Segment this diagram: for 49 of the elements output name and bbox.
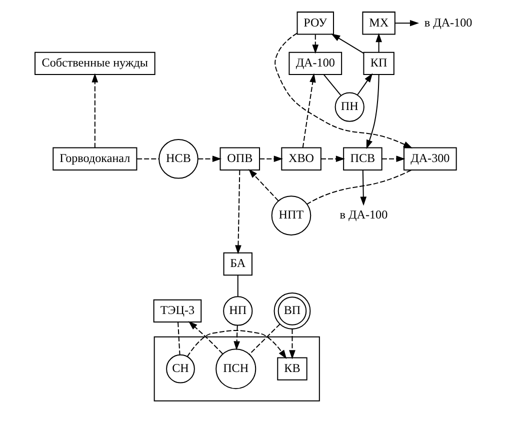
node-box: МХ [362, 12, 395, 35]
node-box: ХВО [280, 147, 321, 170]
connector [306, 170, 411, 205]
arrow [248, 169, 278, 202]
node-circle: ВП [273, 292, 310, 330]
arrow [188, 321, 222, 354]
arrow [233, 325, 240, 350]
node-box: ДА-300 [402, 147, 456, 170]
arrow [312, 34, 318, 54]
arrow [186, 330, 286, 359]
arrow [320, 156, 344, 162]
arrow [366, 74, 379, 149]
arrow [234, 170, 241, 254]
arrow [91, 73, 98, 148]
connector [248, 324, 280, 355]
node-circle: НПТ [270, 196, 311, 236]
connector [136, 158, 159, 160]
node-circle: ПН [334, 92, 364, 122]
node-circle: СН [166, 354, 194, 384]
arrow [330, 34, 364, 54]
arrow [381, 156, 405, 162]
node-box: ТЭЦ-3 [152, 299, 202, 323]
node-text: в ДА-100 [339, 208, 388, 222]
arrow [360, 170, 366, 206]
arrow [302, 73, 316, 148]
arrow [274, 32, 412, 148]
node-box: КП [362, 52, 394, 75]
connector [177, 322, 180, 355]
node-box: ПСВ [342, 147, 382, 170]
connector [322, 74, 341, 96]
connector [236, 275, 238, 296]
arrow [375, 33, 382, 52]
arrow [198, 156, 222, 162]
arrow [259, 156, 282, 162]
node-box: Собственные нужды [34, 52, 155, 75]
node-box: РОУ [296, 12, 334, 35]
node-box: ОПВ [219, 147, 260, 170]
node-circle: ПСН [215, 348, 256, 390]
arrow [356, 73, 372, 96]
node-box: Горводоканал [52, 147, 137, 170]
node-circle: НСВ [158, 138, 198, 179]
cluster [153, 336, 320, 402]
node-box: ДА-100 [288, 52, 342, 75]
arrow [288, 329, 295, 360]
node-box: КВ [276, 357, 307, 380]
arrow [394, 20, 419, 26]
node-text: в ДА-100 [424, 15, 472, 30]
node-circle: НП [222, 296, 252, 326]
node-box: БА [222, 252, 252, 276]
